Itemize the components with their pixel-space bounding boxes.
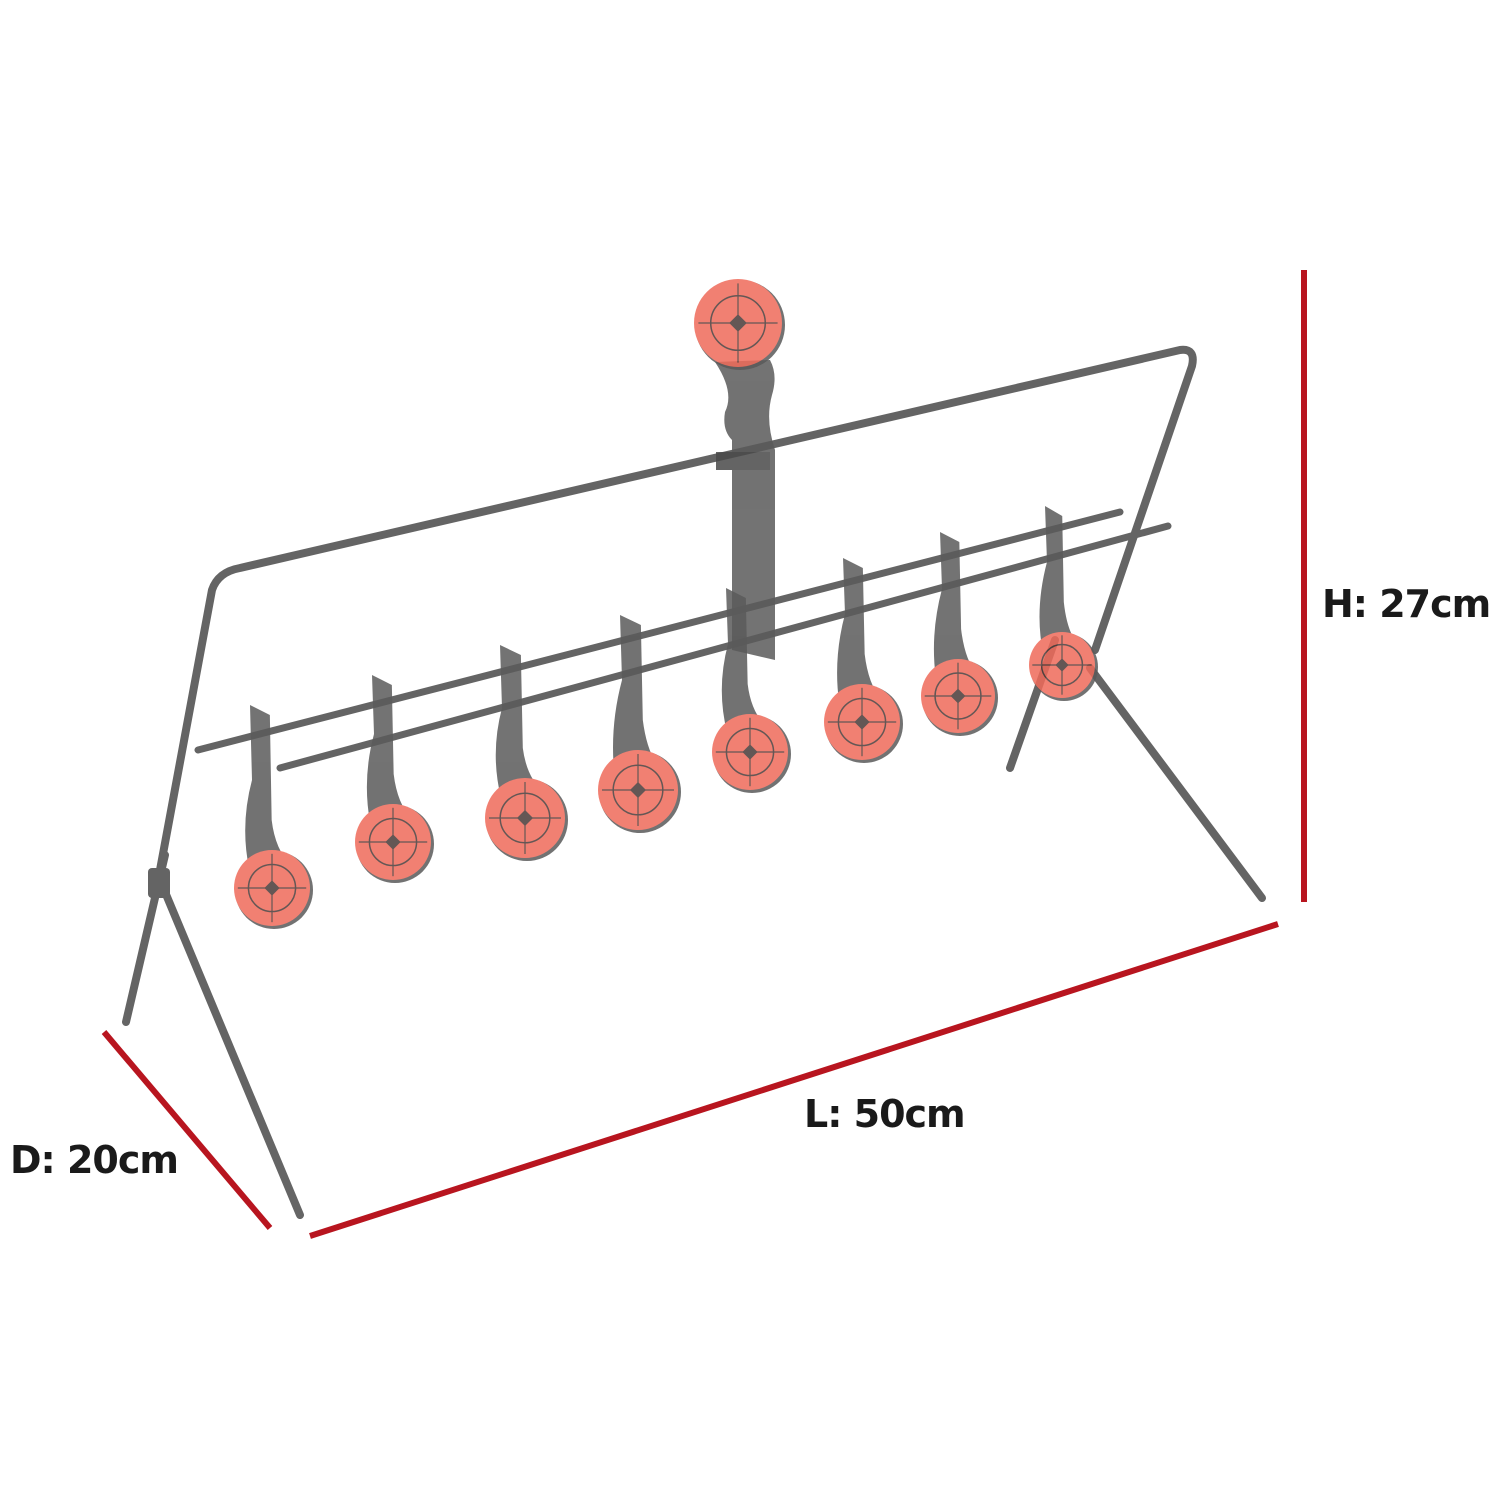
target-bullseye-diamond	[1055, 658, 1069, 672]
target-6	[824, 558, 903, 763]
target-8	[1029, 506, 1098, 701]
target-bullseye-diamond	[729, 314, 747, 332]
target-hanger-plate	[366, 675, 412, 823]
left-leg-front	[156, 876, 304, 1219]
right-leg-front	[1086, 664, 1266, 902]
target-group	[234, 279, 1098, 929]
target-bullseye-diamond	[517, 810, 533, 826]
axle-rod-front	[276, 522, 1172, 772]
target-3	[485, 645, 568, 861]
left-joint-sleeve	[148, 868, 170, 898]
target-1	[234, 705, 313, 929]
reset-paddle	[715, 360, 775, 660]
target-hanger-plate	[837, 558, 881, 703]
height-label: H: 27cm	[1322, 582, 1491, 626]
target-4	[598, 615, 681, 833]
target-bullseye-diamond	[854, 714, 870, 730]
target-5	[712, 588, 791, 793]
target-hanger-plate	[613, 615, 658, 770]
target-hanger-plate	[245, 705, 291, 869]
depth-dimension-line	[101, 1030, 273, 1230]
target-bullseye-diamond	[385, 834, 401, 850]
axle-rod-back	[194, 508, 1124, 754]
target-9	[694, 279, 785, 370]
target-7	[921, 532, 998, 736]
target-bullseye-diamond	[950, 688, 966, 704]
target-hanger-plate	[495, 645, 545, 798]
target-hanger-plate	[1039, 506, 1079, 649]
depth-label: D: 20cm	[10, 1138, 179, 1182]
target-bullseye-diamond	[742, 744, 758, 760]
top-rod	[156, 345, 1197, 874]
length-label: L: 50cm	[804, 1092, 966, 1136]
dimension-lines	[101, 270, 1307, 1239]
stand-frame	[122, 345, 1266, 1219]
target-hanger-plate	[721, 588, 769, 733]
target-2	[355, 675, 434, 883]
target-hanger-plate	[933, 532, 977, 678]
length-dimension-line	[309, 921, 1279, 1239]
target-bullseye-diamond	[264, 880, 280, 896]
target-bullseye-diamond	[630, 782, 646, 798]
